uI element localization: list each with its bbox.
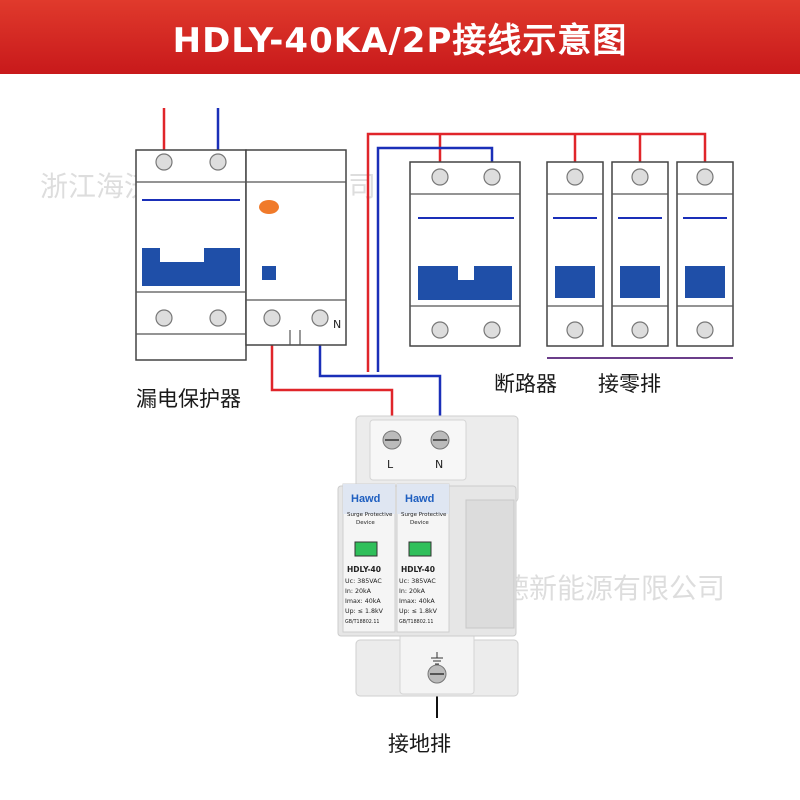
- spd-terminal-l: L: [387, 458, 394, 471]
- brand-logo-right: Hawd: [405, 493, 434, 505]
- spd-neutral-wire: [318, 320, 442, 436]
- product-line1-right: Surge Protective: [401, 512, 447, 518]
- neutral-module-2: [611, 161, 669, 347]
- spd-live-wire: [270, 320, 394, 436]
- up-right: Up: ≤ 1.8kV: [399, 608, 438, 615]
- breaker-2p: [409, 161, 521, 347]
- brand-logo-left: Hawd: [351, 493, 380, 505]
- live-bus-wire: [366, 132, 707, 372]
- label-rcd: 漏电保护器: [136, 387, 241, 411]
- spd-terminal-n: N: [435, 458, 443, 471]
- rcd-device: N: [135, 149, 347, 361]
- uc-right: Uc: 385VAC: [399, 578, 436, 585]
- rcd-test-button: [262, 266, 276, 280]
- status-window-left: [354, 541, 378, 557]
- standard-right: GB/T18802.11: [399, 619, 433, 625]
- rcd-indicator: [259, 200, 279, 214]
- model-left: HDLY-40: [347, 565, 381, 574]
- product-line2-left: Device: [356, 520, 375, 526]
- spd-module-left: Hawd Surge Protective Device HDLY-40 Uc:…: [342, 483, 396, 633]
- spd-device: L N Hawd Surge Protective Device HDLY-40…: [337, 415, 519, 697]
- neutral-module-3: [676, 161, 734, 347]
- rcd-handle: [142, 248, 240, 286]
- ground-symbol-icon: [431, 652, 443, 665]
- in-right: In: 20kA: [399, 588, 426, 595]
- label-neutral-bar: 接零排: [598, 372, 661, 396]
- breaker-handle: [418, 266, 512, 300]
- imax-right: Imax: 40kA: [399, 598, 435, 605]
- product-line2-right: Device: [410, 520, 429, 526]
- uc-left: Uc: 385VAC: [345, 578, 382, 585]
- spd-module-right: Hawd Surge Protective Device HDLY-40 Uc:…: [396, 483, 450, 633]
- header-banner: HDLY-40KA/2P接线示意图: [0, 0, 800, 74]
- model-right: HDLY-40: [401, 565, 435, 574]
- neutral-bar-modules: [546, 161, 734, 359]
- label-ground-bar: 接地排: [388, 732, 451, 756]
- rcd-n-label: N: [333, 318, 341, 331]
- standard-left: GB/T18802.11: [345, 619, 379, 625]
- neutral-module-1: [546, 161, 604, 347]
- imax-left: Imax: 40kA: [345, 598, 381, 605]
- label-breaker: 断路器: [494, 372, 557, 396]
- page-title: HDLY-40KA/2P接线示意图: [172, 20, 628, 61]
- status-window-right: [408, 541, 432, 557]
- product-line1-left: Surge Protective: [347, 512, 393, 518]
- in-left: In: 20kA: [345, 588, 372, 595]
- neutral-bus-wire: [376, 146, 494, 372]
- up-left: Up: ≤ 1.8kV: [345, 608, 384, 615]
